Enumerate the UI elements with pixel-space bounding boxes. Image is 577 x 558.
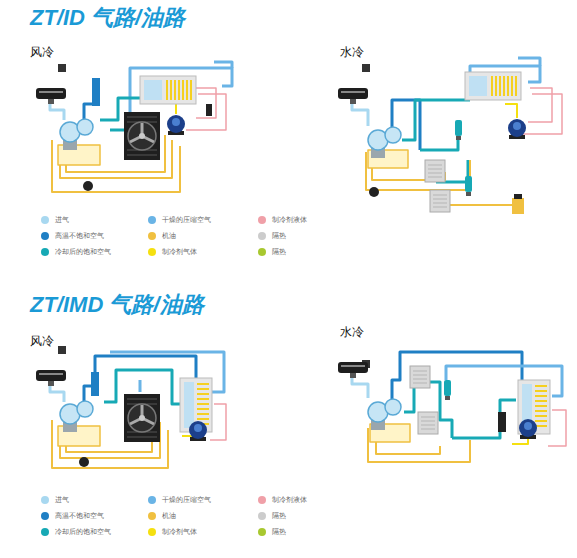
illustration-part bbox=[455, 120, 462, 140]
legend-text: 制冷剂液体 bbox=[272, 215, 307, 225]
illustration-part bbox=[465, 176, 472, 196]
legend-swatch bbox=[41, 232, 49, 240]
illustration-part bbox=[505, 104, 517, 118]
legend-swatch bbox=[148, 496, 156, 504]
legend-text: 制冷剂液体 bbox=[272, 495, 307, 505]
legend-swatch bbox=[258, 528, 266, 536]
illustration-part bbox=[189, 421, 207, 441]
illustration-part bbox=[124, 394, 160, 442]
legend-swatch bbox=[41, 496, 49, 504]
illustration-part bbox=[444, 380, 451, 400]
illustration-part bbox=[36, 370, 66, 386]
legend-text: 冷却后的饱和空气 bbox=[55, 527, 111, 537]
illustration-part bbox=[508, 119, 526, 139]
illustration-part bbox=[206, 104, 212, 116]
panel-zt-id-water bbox=[352, 58, 562, 214]
legend-swatch bbox=[148, 232, 156, 240]
illustration-part bbox=[60, 401, 93, 432]
illustration-part bbox=[402, 100, 470, 140]
illustration-part bbox=[465, 72, 521, 100]
legend-swatch bbox=[148, 248, 156, 256]
illustration-part bbox=[214, 62, 232, 68]
legend-text: 隔热 bbox=[272, 247, 286, 257]
legend-text: 隔热 bbox=[272, 511, 286, 521]
illustration-part bbox=[518, 58, 540, 66]
illustration-part bbox=[124, 112, 160, 160]
illustration-part bbox=[338, 88, 368, 104]
legend-swatch bbox=[41, 512, 49, 520]
illustration-part bbox=[58, 346, 66, 354]
illustration-part bbox=[430, 190, 450, 212]
illustration-part bbox=[95, 356, 196, 380]
legend-swatch bbox=[41, 216, 49, 224]
legend-text: 机油 bbox=[162, 231, 176, 241]
illustration-part bbox=[392, 372, 400, 400]
panel-heading: 水冷 bbox=[340, 324, 364, 341]
legend-text: 高温不饱和空气 bbox=[55, 511, 104, 521]
illustration-part bbox=[79, 457, 89, 467]
legend-text: 隔热 bbox=[272, 231, 286, 241]
legend-text: 进气 bbox=[55, 495, 69, 505]
legend-text: 制冷剂气体 bbox=[162, 527, 197, 537]
panel-heading: 风冷 bbox=[30, 44, 54, 61]
panel-heading: 风冷 bbox=[30, 333, 54, 350]
illustration-part bbox=[512, 198, 524, 214]
illustration-part bbox=[91, 372, 99, 396]
legend-text: 机油 bbox=[162, 511, 176, 521]
illustration-part bbox=[498, 412, 506, 432]
illustration-part bbox=[368, 399, 401, 430]
illustration-part bbox=[140, 76, 196, 104]
illustration-part bbox=[362, 64, 370, 72]
legend-text: 隔热 bbox=[272, 527, 286, 537]
illustration-part bbox=[548, 410, 566, 446]
legend-text: 高温不饱和空气 bbox=[55, 231, 104, 241]
illustration-part bbox=[83, 181, 93, 191]
legend-swatch bbox=[258, 496, 266, 504]
legend-text: 冷却后的饱和空气 bbox=[55, 247, 111, 257]
legend-swatch bbox=[148, 512, 156, 520]
panel-zt-imd-water bbox=[352, 352, 566, 462]
legend-swatch bbox=[258, 216, 266, 224]
legend-swatch bbox=[41, 248, 49, 256]
legend-text: 进气 bbox=[55, 215, 69, 225]
panel-heading: 水冷 bbox=[340, 44, 364, 61]
illustration-part bbox=[36, 88, 66, 104]
illustration-part bbox=[58, 64, 66, 72]
legend-swatch bbox=[258, 232, 266, 240]
legend-swatch bbox=[258, 248, 266, 256]
illustration-part bbox=[167, 115, 185, 135]
illustration-part bbox=[418, 412, 438, 434]
illustration-part bbox=[519, 419, 537, 439]
legend-swatch bbox=[148, 216, 156, 224]
legend-text: 制冷剂气体 bbox=[162, 247, 197, 257]
illustration-part bbox=[60, 119, 93, 150]
legend-swatch bbox=[258, 512, 266, 520]
illustration-part bbox=[425, 160, 445, 182]
legend-swatch bbox=[41, 528, 49, 536]
legend-swatch bbox=[148, 528, 156, 536]
section-heading: ZT/IMD 气路/油路 bbox=[30, 290, 204, 320]
illustration-part bbox=[410, 366, 430, 388]
legend-text: 干燥的压缩空气 bbox=[162, 215, 211, 225]
illustration-part bbox=[338, 362, 368, 378]
illustration-part bbox=[92, 78, 100, 106]
illustration-part bbox=[368, 127, 401, 158]
illustration-part bbox=[369, 187, 379, 197]
page-heading: ZT/ID 气路/油路 bbox=[30, 3, 185, 33]
illustration-part bbox=[514, 194, 522, 199]
illustration-part bbox=[522, 88, 562, 134]
panel-zt-imd-air bbox=[50, 346, 226, 468]
panel-zt-id-air bbox=[50, 62, 232, 192]
illustration-part bbox=[110, 129, 124, 132]
legend-text: 干燥的压缩空气 bbox=[162, 495, 211, 505]
illustration-part bbox=[452, 400, 516, 438]
